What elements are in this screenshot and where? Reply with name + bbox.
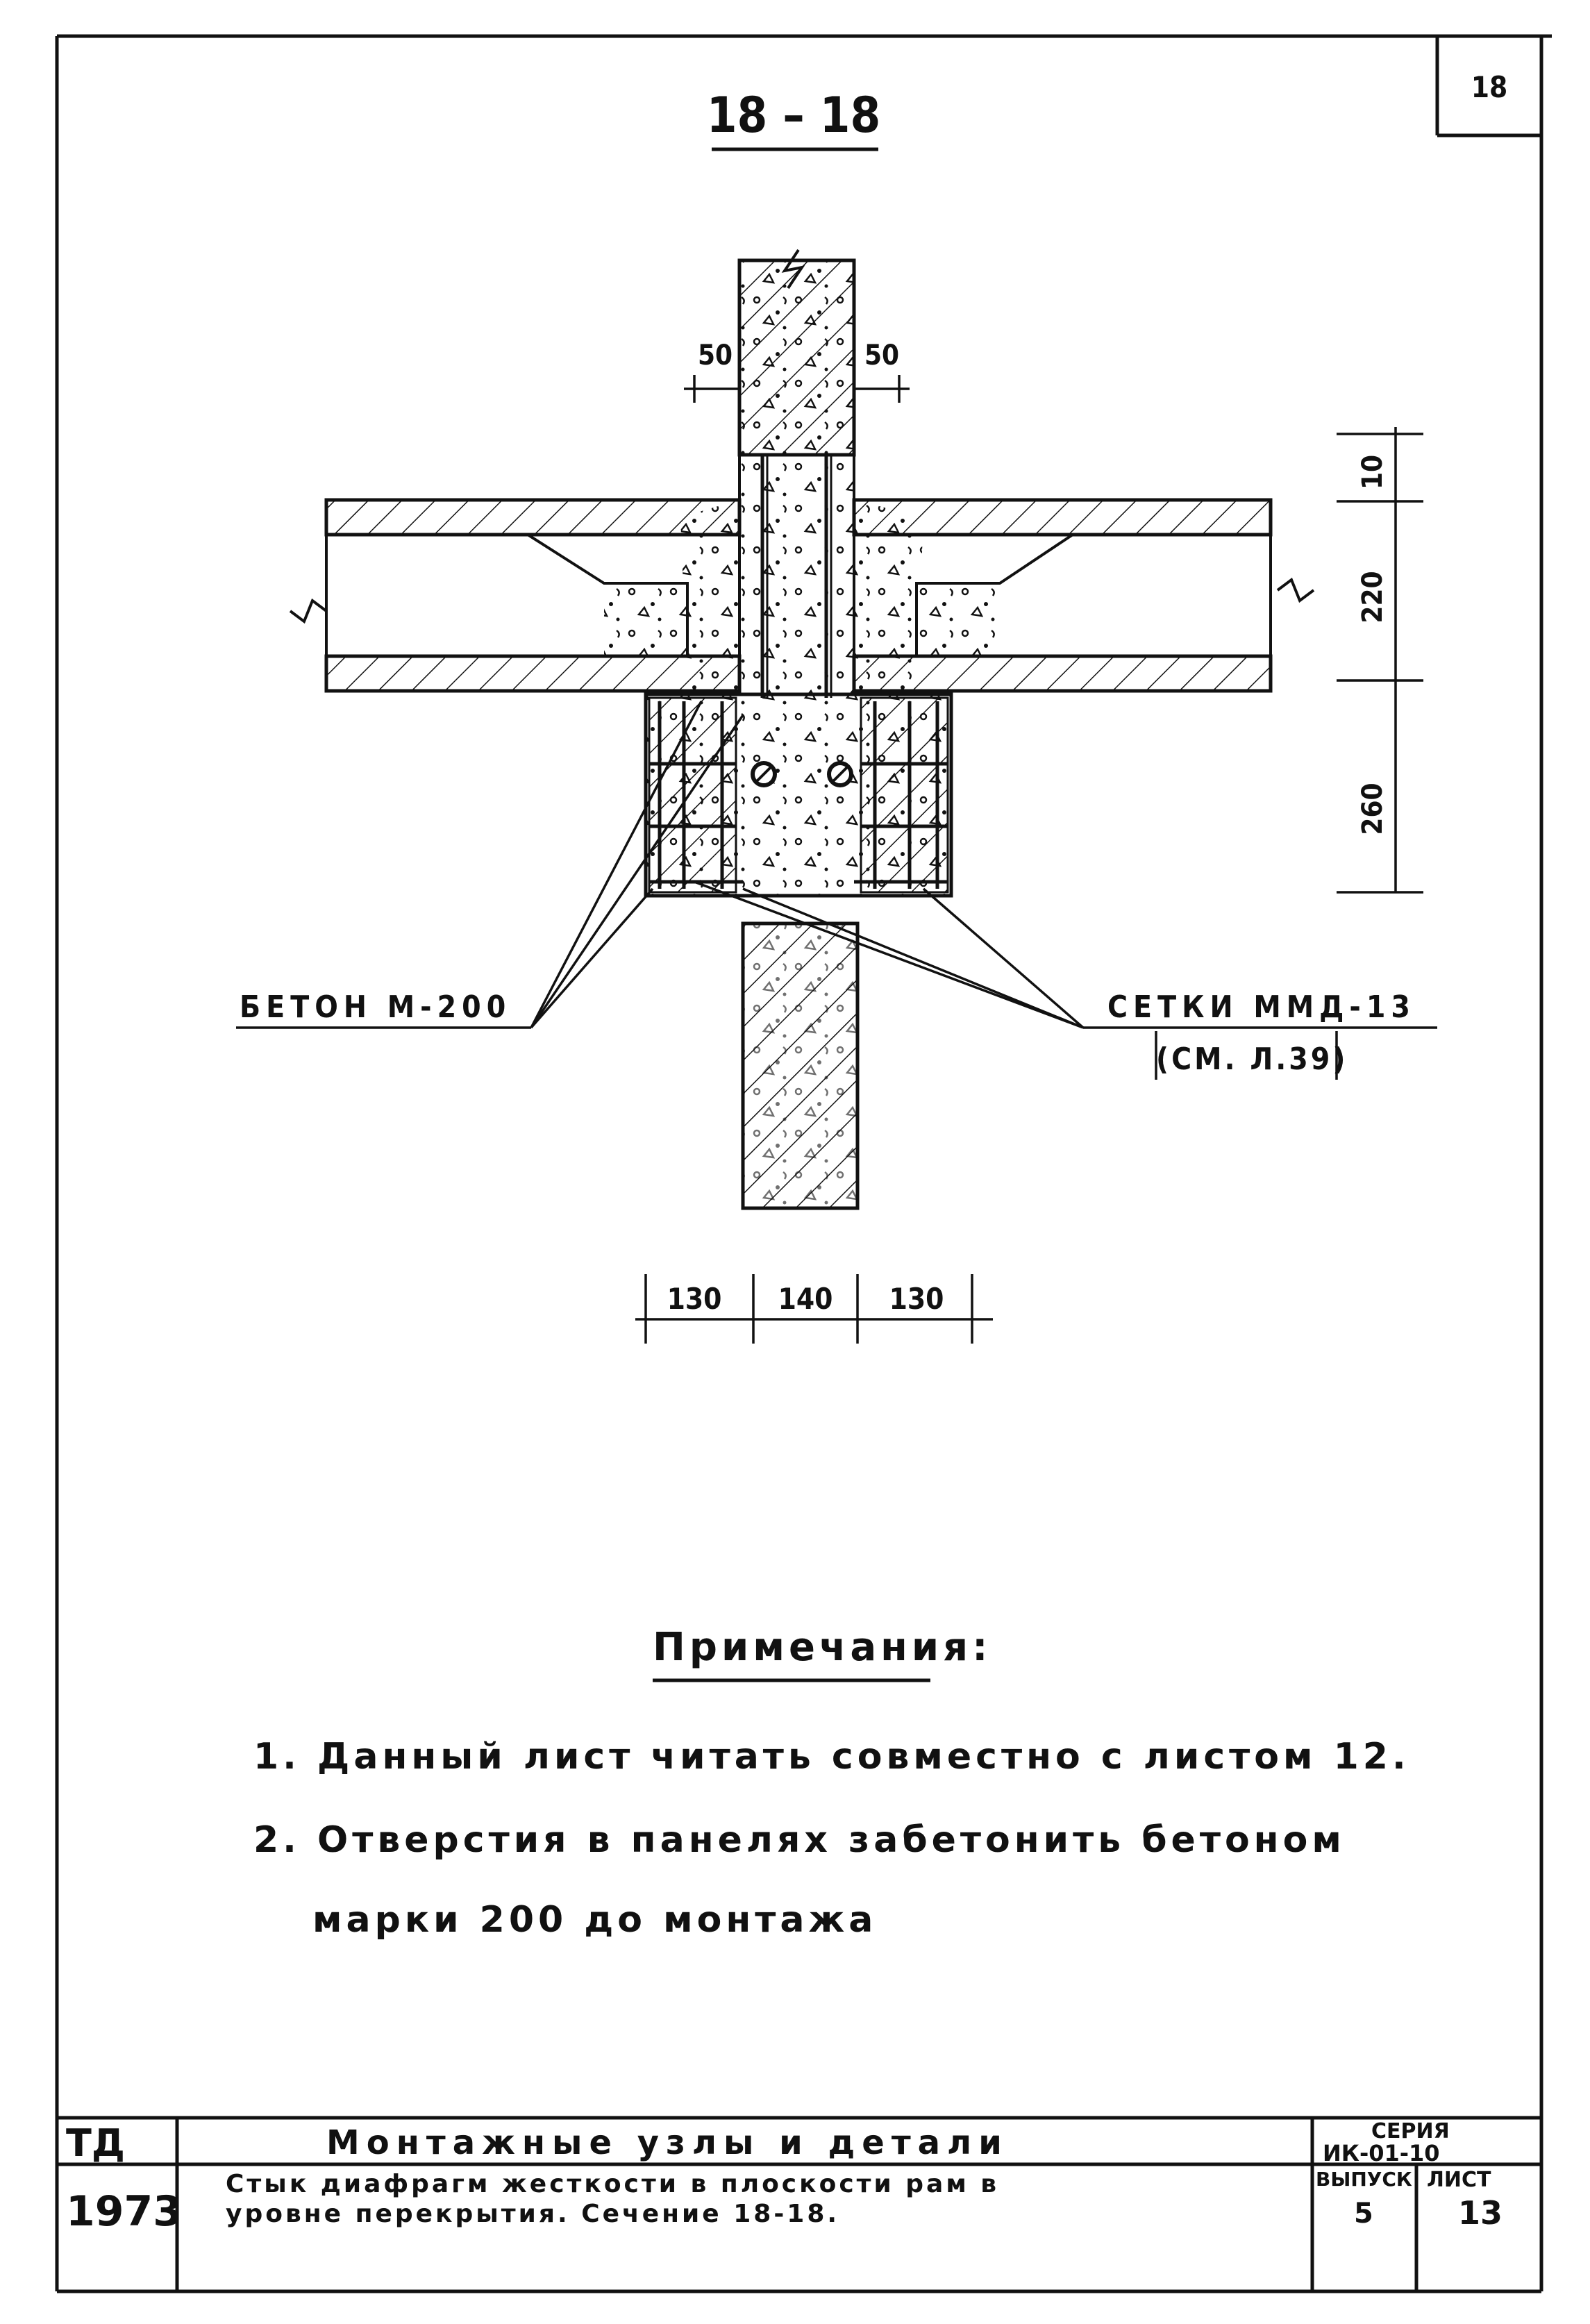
dim-bottom-130-left: 130 [667, 1282, 722, 1316]
upper-wall-panel [737, 249, 856, 457]
dim-right-220: 220 [1357, 571, 1389, 623]
lower-wall-panel [741, 921, 860, 1210]
note-item-2-line1: 2. Отверстия в панелях забетонить бетоно… [253, 1819, 1346, 1861]
title-block-org: ТД [66, 2121, 125, 2165]
dim-bottom-140: 140 [778, 1282, 833, 1316]
title-block-year: 1973 [66, 2187, 182, 2236]
note-item-1: 1. Данный лист читать совместно с листом… [253, 1736, 1410, 1778]
title-block-sheet-value: 13 [1458, 2194, 1503, 2232]
section-title: 18 – 18 [707, 87, 881, 144]
title-block-issue-value: 5 [1354, 2198, 1373, 2230]
floor-slab-right [852, 498, 1315, 693]
title-block-main-title: Монтажные узлы и детали [326, 2123, 1009, 2162]
callout-mesh: СЕТКИ ММД-13 [1107, 989, 1416, 1025]
title-block-series-label: СЕРИЯ [1371, 2119, 1450, 2143]
leader-lines [236, 701, 1437, 1080]
crossbar-beam [644, 692, 953, 898]
callout-concrete: БЕТОН М-200 [240, 989, 511, 1025]
joint-concrete-core [738, 453, 855, 698]
title-block-issue-label: ВЫПУСК [1316, 2168, 1412, 2191]
floor-slab-left [289, 498, 742, 693]
dimension-lines [635, 347, 1423, 1344]
title-block-grid [57, 2116, 1541, 2291]
title-block-desc-line1: Стык диафрагм жесткости в плоскости рам … [226, 2170, 1000, 2198]
sheet-corner-number: 18 [1471, 70, 1508, 104]
dim-right-260: 260 [1357, 783, 1389, 835]
dim-bottom-130-right: 130 [889, 1282, 944, 1316]
title-block-series-value: ИК-01-10 [1323, 2140, 1440, 2166]
dim-right-10: 10 [1357, 455, 1389, 490]
title-block-desc-line2: уровне перекрытия. Сечение 18-18. [226, 2200, 840, 2228]
dim-top-left: 50 [698, 340, 733, 371]
title-block-sheet-label: ЛИСТ [1427, 2168, 1491, 2192]
note-item-2-line2: марки 200 до монтажа [312, 1899, 878, 1941]
sheet-frame [55, 34, 1552, 2293]
dim-top-right: 50 [864, 340, 899, 371]
notes-heading: Примечания: [653, 1625, 992, 1670]
callout-mesh-ref: (СМ. Л.39) [1156, 1042, 1348, 1077]
